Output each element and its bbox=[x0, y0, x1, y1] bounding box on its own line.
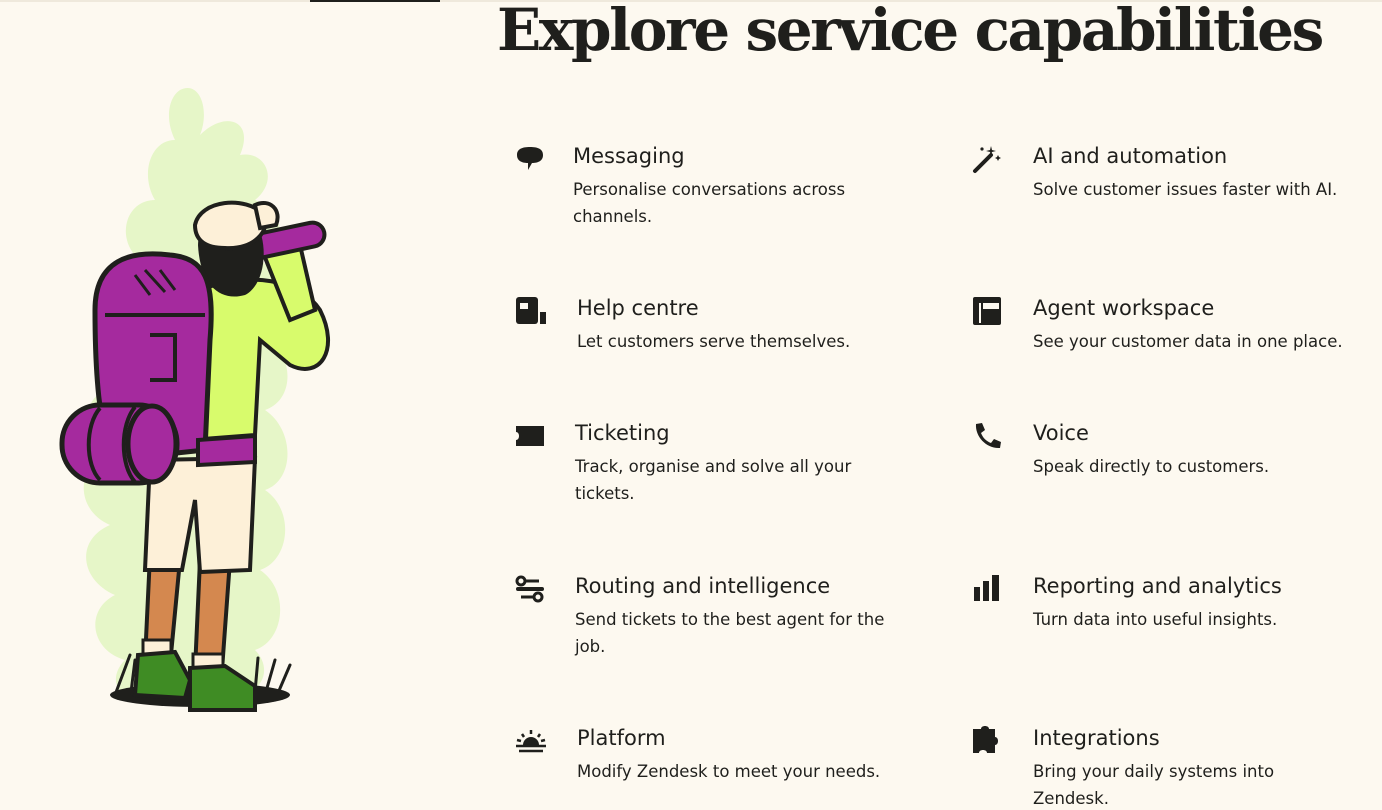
feature-description: Bring your daily systems into Zendesk. bbox=[1033, 762, 1275, 808]
feature-title: Agent workspace bbox=[1033, 296, 1215, 320]
feature-description: Track, organise and solve all your ticke… bbox=[575, 457, 852, 503]
feature-title: AI and automation bbox=[1033, 144, 1228, 168]
feature-title: Routing and intelligence bbox=[575, 574, 831, 598]
active-tab-indicator bbox=[310, 0, 440, 2]
feature-description: Speak directly to customers. bbox=[1033, 457, 1270, 476]
magic-wand-icon bbox=[971, 143, 1003, 175]
feature-description: Send tickets to the best agent for the j… bbox=[575, 610, 885, 656]
feature-title: Messaging bbox=[573, 144, 685, 168]
hiker-illustration bbox=[59, 88, 331, 712]
sunrise-icon bbox=[514, 725, 546, 757]
ticket-icon bbox=[514, 420, 546, 452]
top-border-line bbox=[0, 0, 1382, 2]
feature-description: Modify Zendesk to meet your needs. bbox=[577, 762, 881, 781]
feature-title: Voice bbox=[1033, 421, 1089, 445]
help-book-icon bbox=[514, 295, 546, 327]
feature-description: Personalise conversations across channel… bbox=[573, 180, 846, 226]
feature-title: Reporting and analytics bbox=[1033, 574, 1282, 598]
feature-title: Platform bbox=[577, 726, 666, 750]
feature-title: Help centre bbox=[577, 296, 699, 320]
feature-description: Solve customer issues faster with AI. bbox=[1033, 180, 1338, 199]
feature-description: Turn data into useful insights. bbox=[1033, 610, 1278, 629]
feature-description: See your customer data in one place. bbox=[1033, 332, 1343, 351]
layout-panels-icon bbox=[971, 295, 1003, 327]
puzzle-piece-icon bbox=[971, 725, 1003, 757]
feature-description: Let customers serve themselves. bbox=[577, 332, 851, 351]
feature-title: Integrations bbox=[1033, 726, 1160, 750]
feature-title: Ticketing bbox=[575, 421, 670, 445]
chat-bubble-icon bbox=[514, 143, 546, 175]
routing-icon bbox=[514, 573, 546, 605]
page-title: Explore service capabilities bbox=[497, 0, 1324, 64]
phone-icon bbox=[971, 420, 1003, 452]
bar-chart-icon bbox=[971, 573, 1003, 605]
